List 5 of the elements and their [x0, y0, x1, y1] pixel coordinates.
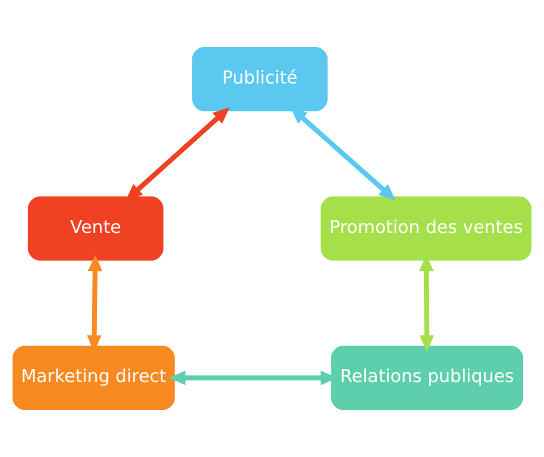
node-box: Vente	[28, 196, 164, 261]
node-box: Marketing direct	[12, 346, 175, 410]
node-box: Promotion des ventes	[320, 196, 532, 261]
node-box: Publicité	[192, 46, 328, 112]
node-box: Relations publiques	[331, 346, 524, 410]
